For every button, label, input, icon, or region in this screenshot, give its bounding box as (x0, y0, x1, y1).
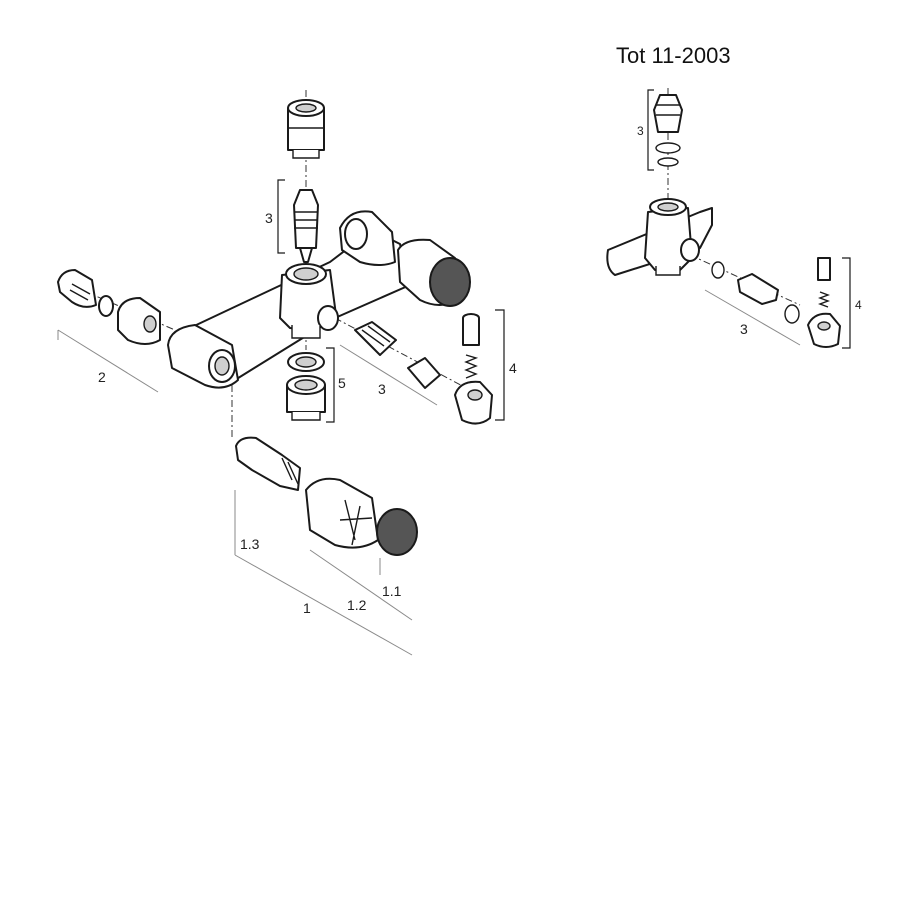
top-spindle-thread (294, 211, 318, 229)
bracket-5 (326, 347, 335, 423)
mixer-top-port-inner (293, 267, 319, 281)
inset-ring-a (655, 142, 681, 154)
lever-knob (454, 380, 493, 425)
main-assembly: 3 5 3 4 2 1.3 1.1 1.2 1 (57, 90, 517, 656)
inset-title: Tot 11-2003 (616, 43, 731, 68)
side-nut (407, 357, 441, 389)
handle-cartridge (235, 436, 301, 491)
leader-2 (57, 329, 159, 393)
inset-tee-side (680, 238, 700, 262)
outlet-nut-bottom (291, 412, 321, 421)
label-inset-lever-group: 4 (855, 298, 862, 312)
lever-pin-body (462, 318, 480, 346)
inset-lever-spring (818, 291, 830, 308)
mixer-left-port-inner (214, 356, 230, 376)
inset-cartridge-ribs (656, 104, 680, 116)
inset-bracket-4 (842, 257, 851, 349)
label-main-handle: 1.2 (347, 597, 367, 613)
handle-cartridge-thread (281, 457, 299, 485)
label-main-handle-group: 1 (303, 600, 311, 616)
label-main-outlet-nut: 5 (338, 375, 346, 391)
inset-tee-top-hole (657, 202, 679, 212)
top-spindle (293, 189, 319, 249)
union-nut-hole (143, 315, 157, 333)
mixer-side-port (317, 305, 339, 331)
side-spindle (354, 321, 397, 356)
inset-bracket-3-top (647, 89, 654, 171)
top-spindle-tip (299, 247, 313, 263)
main-handle-group (235, 436, 418, 556)
bracket-4 (495, 309, 505, 421)
inset-lever-pin (817, 257, 831, 281)
inset-clip-a (711, 261, 725, 279)
inset-tee-thread (655, 266, 681, 276)
inset-leader-3 (704, 289, 801, 346)
union-cartridge-thread (69, 283, 91, 301)
main-wall-union (57, 269, 161, 345)
main-top-cartridge-stack (287, 99, 325, 263)
label-main-top-cartridge: 3 (265, 210, 273, 226)
handle-cap (376, 508, 418, 556)
outlet-nut-hole (294, 379, 318, 391)
main-outlet-nut-group (286, 352, 326, 421)
label-main-lever-group: 4 (509, 360, 517, 376)
inset-cartridge (653, 94, 683, 133)
mixer-body (167, 210, 411, 389)
label-main-side-cartridge: 3 (378, 381, 386, 397)
outlet-washer-hole (295, 356, 317, 368)
leader-1-2 (309, 549, 413, 621)
leader-3-side (339, 344, 438, 406)
inset-clip-b (784, 304, 800, 324)
right-handle-cap (429, 257, 471, 307)
inset-ring-b (657, 157, 679, 167)
union-cartridge (57, 269, 97, 308)
mixer-right-port (344, 218, 368, 250)
leader-1 (234, 554, 413, 656)
lever-spring (464, 354, 479, 379)
mixer-right-handle (397, 238, 471, 307)
handle-spokes (339, 499, 373, 546)
label-main-cartridge: 1.3 (240, 536, 260, 552)
label-main-wall-union: 2 (98, 369, 106, 385)
inset-tee (644, 207, 693, 271)
lever-knob-hole (467, 389, 483, 401)
mixer-bottom-thread (291, 325, 321, 339)
top-nut-thread (292, 150, 320, 159)
inset-side-spindle (737, 273, 779, 305)
label-main-cap: 1.1 (382, 583, 402, 599)
handle-shell (305, 477, 379, 549)
union-ring (98, 295, 114, 317)
label-inset-top-cartridge: 3 (637, 124, 644, 138)
side-spindle-thread (361, 325, 391, 347)
inset-assembly: 3 3 4 (606, 88, 862, 349)
inset-lever-knob-hole (817, 321, 831, 331)
bracket-3-top (277, 179, 285, 254)
top-nut-hole (295, 103, 317, 113)
main-side-parts (354, 313, 493, 425)
label-inset-side-cartridge: 3 (740, 321, 748, 337)
